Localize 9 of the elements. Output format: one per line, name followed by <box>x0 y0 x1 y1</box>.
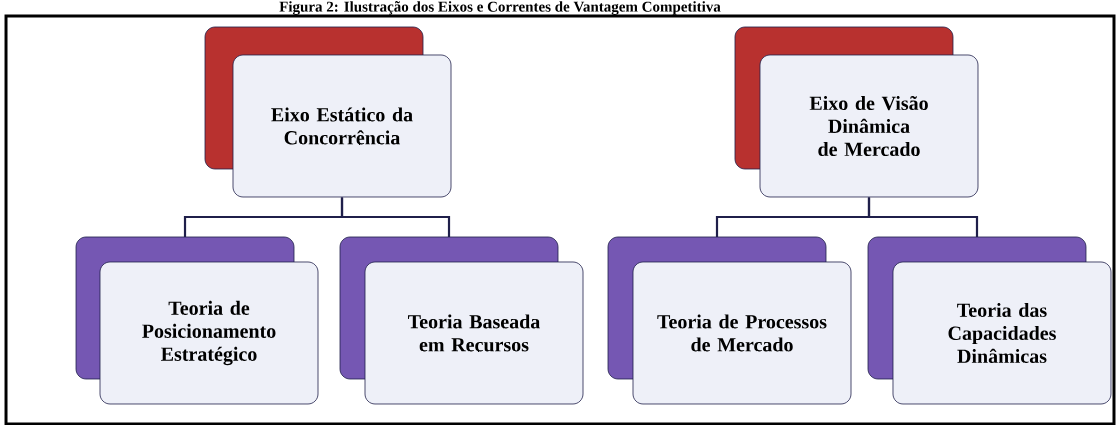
process-box: Teoria Baseada em Recursos <box>339 236 584 405</box>
connector <box>340 197 451 237</box>
process-box: Teoria das Capacidades Dinâmicas <box>867 236 1112 405</box>
title: Figura 2: Ilustração dos Eixos e Correntes de Vantagem Competitiva <box>279 1 721 15</box>
process-box: Eixo de Visão Dinâmica de Mercado <box>734 26 979 198</box>
process-box: Teoria de Posicionamento Estratégico <box>75 236 319 405</box>
process-box: Teoria de Processos de Mercado <box>607 236 852 405</box>
connector <box>867 197 979 237</box>
process-box: Eixo Estático da Concorrência <box>204 26 452 198</box>
